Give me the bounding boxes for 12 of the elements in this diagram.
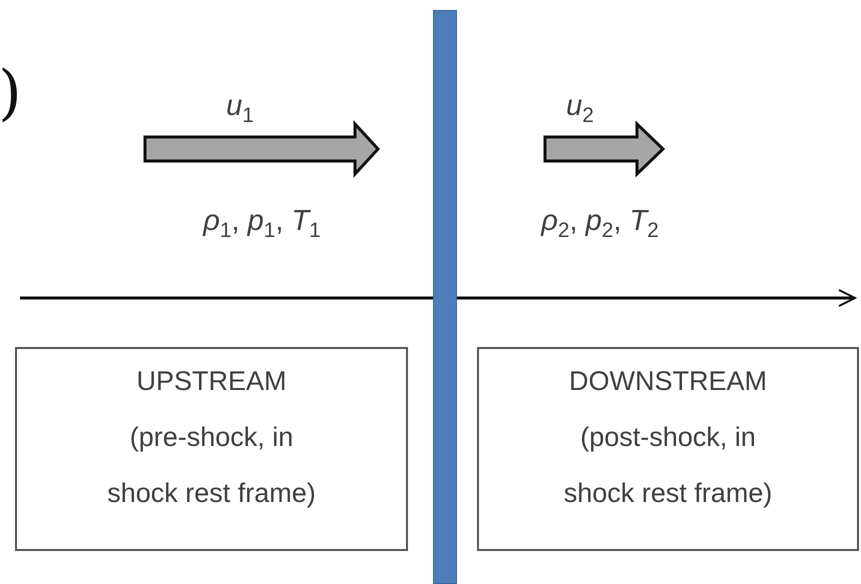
state-label: ρ$_{2}$, p$_{2}$, T$_{2}$ bbox=[541, 205, 659, 243]
region-heading: UPSTREAM bbox=[135, 365, 288, 398]
region-box bbox=[477, 347, 859, 551]
bracket-fragment: ) bbox=[0, 58, 22, 128]
velocity-label: u$_{2}$ bbox=[566, 90, 594, 128]
region-description: (post-shock, in shock rest frame) bbox=[562, 421, 774, 510]
region-heading: DOWNSTREAM bbox=[568, 365, 768, 398]
shock-front-bar bbox=[433, 10, 457, 584]
region-box bbox=[15, 347, 408, 551]
velocity-label: u$_{1}$ bbox=[226, 90, 254, 128]
state-label: ρ$_{1}$, p$_{1}$, T$_{1}$ bbox=[203, 205, 321, 243]
region-description: (pre-shock, in shock rest frame) bbox=[106, 421, 317, 510]
